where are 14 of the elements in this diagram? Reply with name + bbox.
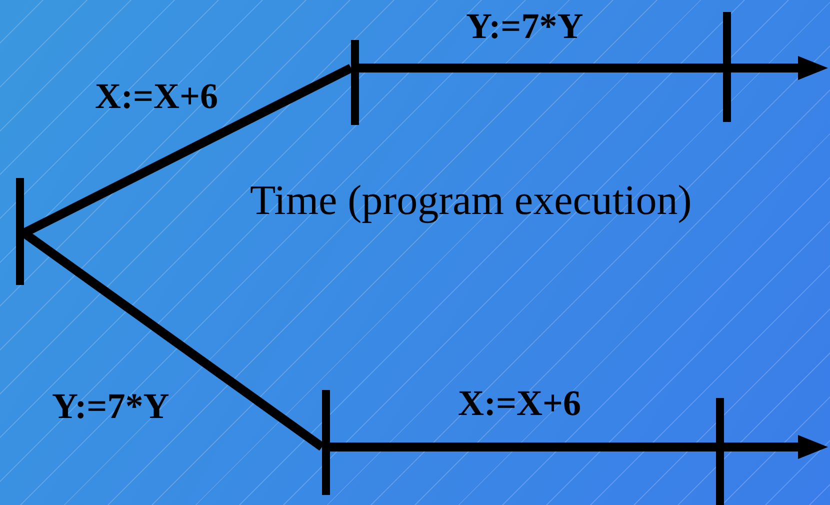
tick-mark [16, 178, 24, 285]
tick-mark [351, 40, 359, 125]
arrow [731, 56, 828, 80]
axis-label: Time (program execution) [250, 180, 692, 222]
tick-mark [723, 12, 731, 122]
edge-label: Y:=7*Y [52, 388, 170, 424]
edge-label: X:=X+6 [95, 78, 218, 114]
timeline-line [330, 442, 716, 452]
edge-label: X:=X+6 [458, 385, 582, 421]
timeline-line [359, 64, 723, 72]
tick-mark [716, 398, 724, 505]
tick-mark [322, 390, 330, 495]
edge-label: Y:=7*Y [466, 8, 584, 44]
arrow [724, 435, 828, 459]
